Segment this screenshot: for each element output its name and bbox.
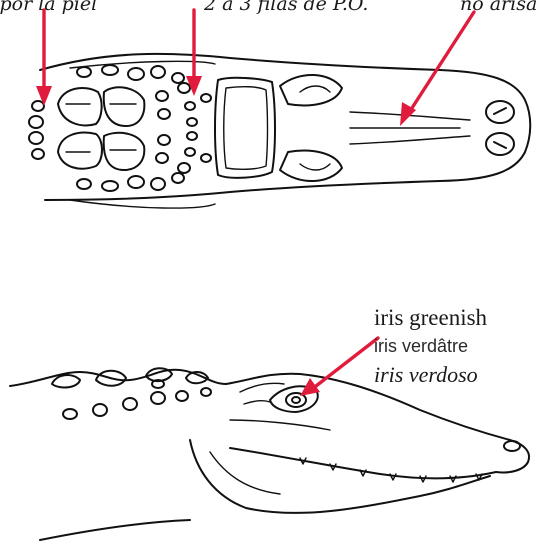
- iris-label-english: iris greenish: [374, 305, 487, 331]
- post-occipital-scale: [29, 132, 43, 144]
- right-eye-detail: [300, 164, 330, 170]
- snout-line-lower: [350, 136, 470, 144]
- left-eye-detail: [300, 86, 330, 92]
- nuchal-scute: [58, 133, 102, 169]
- dorsal-outline-upper: [40, 54, 530, 200]
- teeth: [300, 458, 482, 482]
- nuchal-scute: [104, 87, 145, 126]
- arrow-iris: [300, 338, 378, 396]
- cheek-line: [230, 420, 330, 430]
- dorsal-view-head: [40, 54, 530, 208]
- arrow-top-middle: [186, 10, 202, 96]
- left-orbit: [280, 75, 342, 105]
- left-nostril-slit: [494, 108, 506, 114]
- lateral-throat: [40, 520, 190, 540]
- brow-ridge: [240, 383, 284, 392]
- lateral-pupil: [292, 397, 300, 403]
- nuchal-scute: [104, 133, 145, 170]
- lateral-mouth-line: [230, 448, 496, 478]
- label-top-middle: 2 a 3 filas de P.O.: [204, 0, 368, 14]
- dorsal-nuchal-scutes: [29, 65, 211, 191]
- lateral-view-head: [10, 370, 529, 540]
- lateral-nostril: [504, 441, 520, 451]
- jaw-inner-line: [210, 452, 280, 494]
- post-occipital-scale: [32, 149, 44, 159]
- iris-label-french: iris verdâtre: [374, 336, 487, 357]
- label-top-left: o por la piel: [0, 0, 97, 14]
- right-nostril-slit: [494, 142, 506, 148]
- nuchal-scute: [58, 88, 102, 125]
- post-occipital-scale: [29, 116, 43, 128]
- dorsal-outline-rim-lower: [70, 200, 215, 208]
- lateral-scutes: [52, 368, 211, 419]
- brow-ridge-2: [244, 401, 270, 404]
- lateral-upper-jaw: [226, 374, 529, 473]
- arrow-top-left: [36, 10, 52, 106]
- post-occipital-scale: [32, 101, 44, 111]
- cranial-table-inner: [224, 87, 268, 170]
- iris-label-spanish: iris verdoso: [374, 362, 487, 388]
- right-orbit: [280, 151, 342, 181]
- label-top-right: no arisa: [460, 0, 537, 14]
- iris-label-group: iris greenish iris verdâtre iris verdoso: [374, 305, 487, 388]
- lateral-lower-jaw: [190, 440, 490, 513]
